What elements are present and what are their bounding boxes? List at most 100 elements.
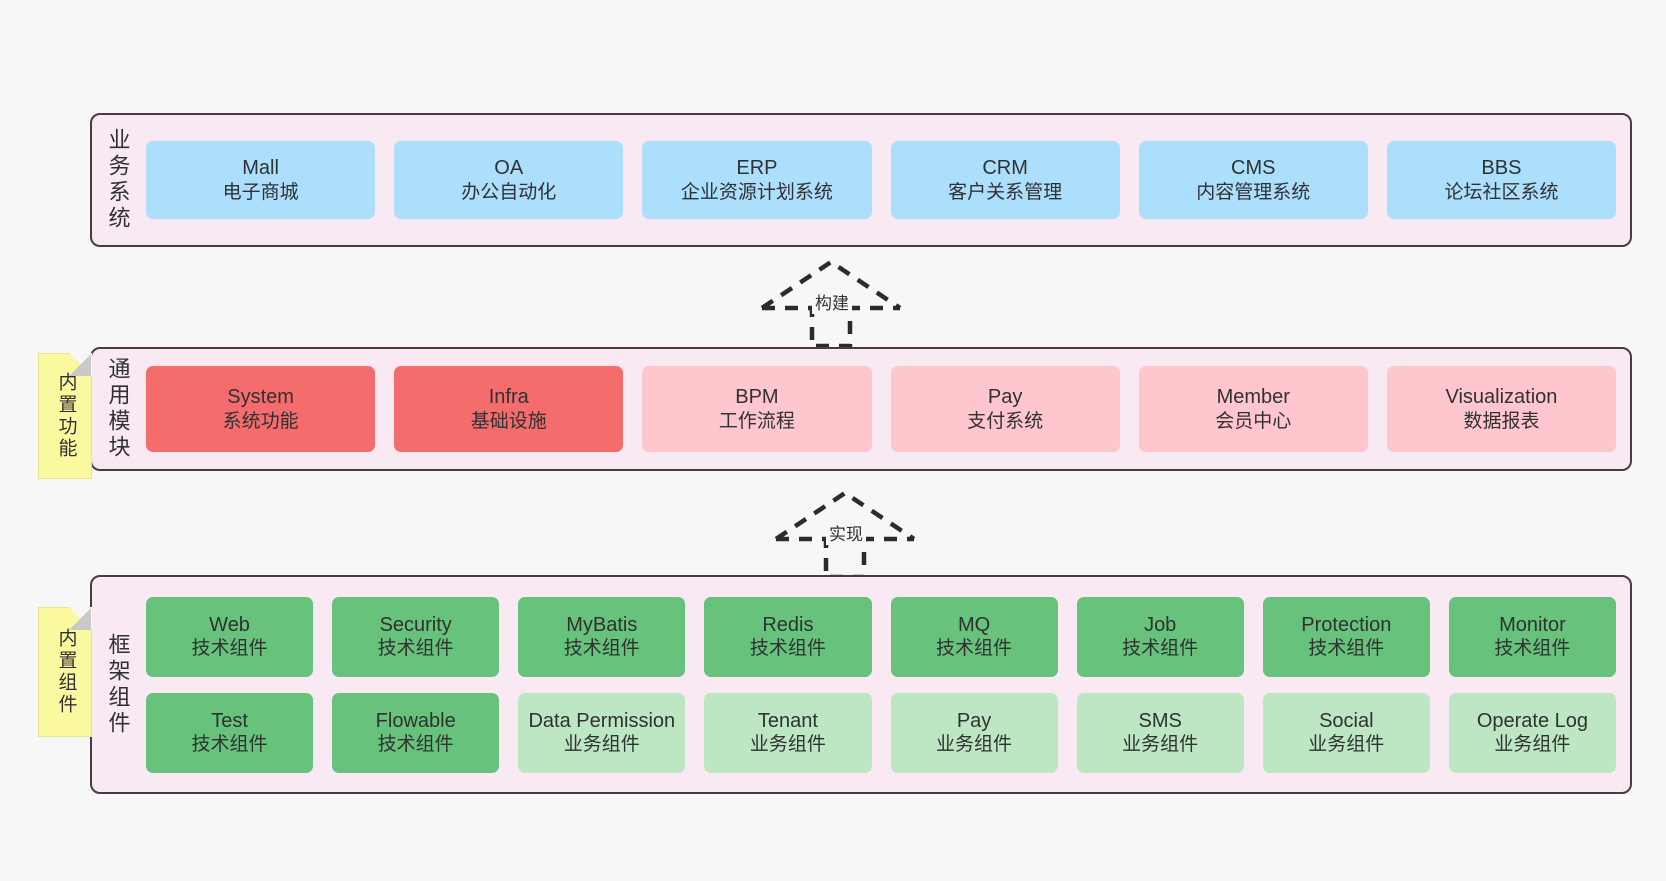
node-oa-en: OA [494, 157, 524, 180]
node-redis-cn: 技术组件 [749, 638, 826, 660]
node-redis[interactable]: Redis 技术组件 [704, 596, 872, 677]
node-monitor-en: Monitor [1499, 613, 1566, 636]
node-bpm[interactable]: BPM 工作流程 [642, 366, 872, 452]
note-fold-corner-icon [69, 353, 92, 376]
node-protection-en: Protection [1301, 613, 1392, 636]
connector-build-arrow: 构建 [756, 256, 906, 349]
layer-title-business-system: 业务系统 [105, 128, 131, 232]
node-mq[interactable]: MQ 技术组件 [890, 596, 1058, 677]
node-bbs-en: BBS [1481, 157, 1522, 180]
node-system-en: System [227, 386, 294, 409]
node-pay-module-cn: 支付系统 [967, 410, 1044, 432]
node-job-en: Job [1144, 613, 1177, 636]
node-crm-cn: 客户关系管理 [948, 181, 1063, 203]
node-test-en: Test [211, 709, 248, 732]
layer-common-module: 通用模块 System 系统功能 Infra 基础设施 BPM 工作流程 Pay… [90, 347, 1632, 471]
layer-body-common-module: System 系统功能 Infra 基础设施 BPM 工作流程 Pay 支付系统… [144, 349, 1630, 469]
node-redis-en: Redis [762, 613, 814, 636]
layer-business-system: 业务系统 Mall 电子商城 OA 办公自动化 ERP 企业资源计划系统 CRM… [90, 113, 1632, 247]
node-cms-cn: 内容管理系统 [1196, 181, 1311, 203]
node-mq-en: MQ [957, 613, 991, 636]
connector-implement-arrow: 实现 [770, 487, 920, 580]
note-builtin-component: 内置组件 [38, 607, 92, 737]
node-web-cn: 技术组件 [191, 638, 268, 660]
node-mybatis-en: MyBatis [566, 613, 638, 636]
node-erp[interactable]: ERP 企业资源计划系统 [642, 141, 872, 219]
node-oa[interactable]: OA 办公自动化 [394, 141, 624, 219]
node-visualization-cn: 数据报表 [1463, 410, 1540, 432]
node-visualization[interactable]: Visualization 数据报表 [1386, 366, 1617, 452]
node-social-cn: 业务组件 [1308, 734, 1385, 756]
node-web-en: Web [209, 613, 250, 636]
node-crm-en: CRM [982, 157, 1028, 180]
node-pay-component-cn: 业务组件 [936, 734, 1013, 756]
node-pay-component-en: Pay [956, 709, 992, 732]
node-mall-en: Mall [242, 157, 279, 180]
node-infra[interactable]: Infra 基础设施 [394, 366, 624, 452]
node-mall[interactable]: Mall 电子商城 [146, 141, 376, 219]
node-bbs[interactable]: BBS 论坛社区系统 [1386, 141, 1617, 219]
node-flowable[interactable]: Flowable 技术组件 [332, 692, 500, 773]
node-security[interactable]: Security 技术组件 [332, 596, 500, 677]
node-security-en: Security [379, 613, 452, 636]
note-fold-corner-icon [69, 607, 92, 630]
node-monitor-cn: 技术组件 [1494, 638, 1571, 660]
node-system-cn: 系统功能 [222, 410, 299, 432]
node-flowable-en: Flowable [375, 709, 456, 732]
note-builtin-function: 内置功能 [38, 353, 92, 479]
node-job[interactable]: Job 技术组件 [1076, 596, 1244, 677]
node-crm[interactable]: CRM 客户关系管理 [890, 141, 1120, 219]
node-bbs-cn: 论坛社区系统 [1444, 181, 1559, 203]
node-tenant-en: Tenant [757, 709, 818, 732]
layer-framework-component: 框架组件 Web 技术组件 Security 技术组件 MyBatis 技术组件… [90, 575, 1632, 794]
node-member-en: Member [1216, 386, 1290, 409]
node-visualization-en: Visualization [1445, 386, 1558, 409]
node-operate-log[interactable]: Operate Log 业务组件 [1448, 692, 1616, 773]
node-operate-log-en: Operate Log [1476, 709, 1589, 732]
node-member-cn: 会员中心 [1215, 410, 1292, 432]
node-system[interactable]: System 系统功能 [146, 366, 376, 452]
node-mall-cn: 电子商城 [222, 181, 299, 203]
note-builtin-function-text: 内置功能 [55, 372, 77, 460]
layer-body-framework-component: Web 技术组件 Security 技术组件 MyBatis 技术组件 Redi… [144, 577, 1630, 792]
node-protection[interactable]: Protection 技术组件 [1262, 596, 1430, 677]
node-bpm-cn: 工作流程 [718, 410, 795, 432]
node-bpm-en: BPM [735, 386, 779, 409]
common-node-row: System 系统功能 Infra 基础设施 BPM 工作流程 Pay 支付系统… [146, 366, 1617, 452]
node-tenant[interactable]: Tenant 业务组件 [704, 692, 872, 773]
build-arrow-icon [760, 259, 902, 349]
node-erp-cn: 企业资源计划系统 [680, 181, 833, 203]
node-test[interactable]: Test 技术组件 [146, 692, 314, 773]
connector-implement-label: 实现 [826, 520, 866, 545]
node-job-cn: 技术组件 [1122, 638, 1199, 660]
node-infra-en: Infra [488, 386, 529, 409]
node-test-cn: 技术组件 [191, 734, 268, 756]
node-member[interactable]: Member 会员中心 [1138, 366, 1368, 452]
node-infra-cn: 基础设施 [470, 410, 547, 432]
node-mybatis[interactable]: MyBatis 技术组件 [518, 596, 686, 677]
connector-build-label: 构建 [812, 289, 852, 314]
node-erp-en: ERP [736, 157, 778, 180]
implement-arrow-icon [774, 490, 916, 580]
node-mybatis-cn: 技术组件 [563, 638, 640, 660]
node-pay-component[interactable]: Pay 业务组件 [890, 692, 1058, 773]
layer-body-business-system: Mall 电子商城 OA 办公自动化 ERP 企业资源计划系统 CRM 客户关系… [144, 115, 1630, 245]
node-pay-module[interactable]: Pay 支付系统 [890, 366, 1120, 452]
node-sms[interactable]: SMS 业务组件 [1076, 692, 1244, 773]
note-builtin-component-text: 内置组件 [55, 628, 77, 716]
framework-tech-row: Web 技术组件 Security 技术组件 MyBatis 技术组件 Redi… [146, 596, 1616, 677]
framework-business-row: Test 技术组件 Flowable 技术组件 Data Permission … [146, 692, 1616, 773]
node-flowable-cn: 技术组件 [377, 734, 454, 756]
node-social-en: Social [1319, 709, 1374, 732]
layer-title-framework-component: 框架组件 [105, 632, 131, 737]
node-security-cn: 技术组件 [377, 638, 454, 660]
node-sms-en: SMS [1138, 709, 1182, 732]
node-oa-cn: 办公自动化 [461, 181, 557, 203]
node-web[interactable]: Web 技术组件 [146, 596, 314, 677]
node-cms[interactable]: CMS 内容管理系统 [1138, 141, 1368, 219]
node-data-permission-en: Data Permission [528, 709, 676, 732]
node-social[interactable]: Social 业务组件 [1262, 692, 1430, 773]
node-monitor[interactable]: Monitor 技术组件 [1448, 596, 1616, 677]
node-data-permission[interactable]: Data Permission 业务组件 [518, 692, 686, 773]
